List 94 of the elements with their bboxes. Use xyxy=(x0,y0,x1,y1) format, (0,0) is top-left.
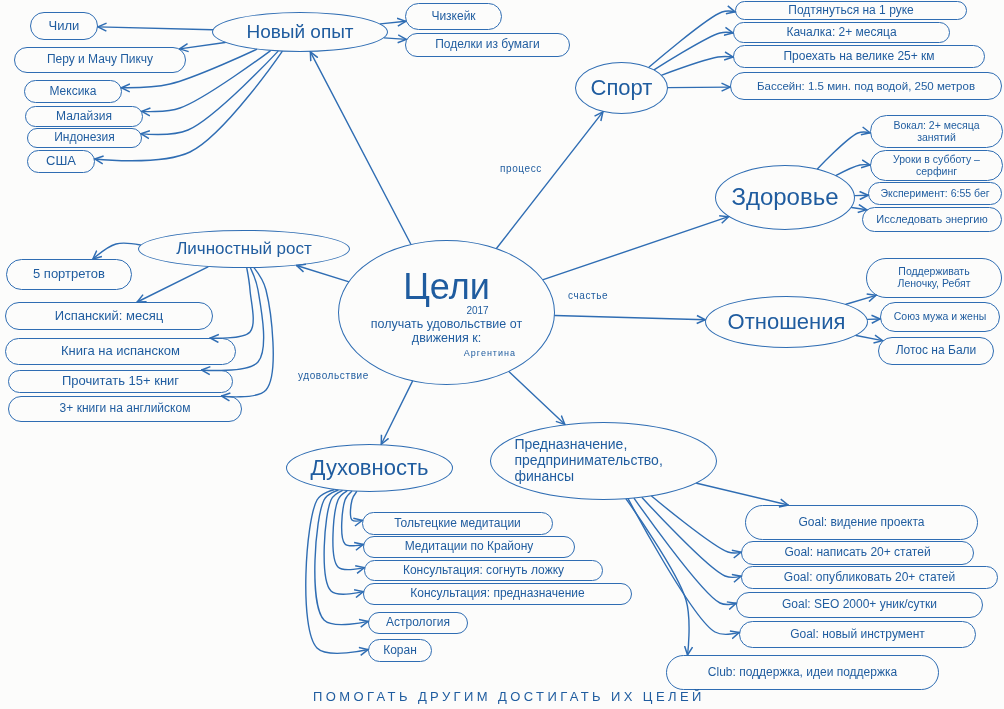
arrow xyxy=(323,490,364,599)
node-label: Союз мужа и жены xyxy=(893,311,987,323)
edge-label: процесс xyxy=(498,163,544,174)
node-label: Спорт xyxy=(590,75,653,101)
node-label: Испанский: месяц xyxy=(54,308,164,324)
node-label: 5 портретов xyxy=(33,267,105,282)
node-label: Подтянуться на 1 руке xyxy=(788,3,914,18)
arrow xyxy=(845,293,877,305)
node-label: Отношения xyxy=(727,309,846,335)
node-label: Консультация: согнуть ложку xyxy=(402,563,565,578)
arrow xyxy=(542,214,730,281)
node-label: Чизкейк xyxy=(431,9,476,24)
arrow xyxy=(305,489,369,657)
node-label: Личностный рост xyxy=(176,239,312,259)
arrow xyxy=(627,498,740,640)
arrow xyxy=(508,371,566,426)
node-label: Малайзия xyxy=(56,109,112,124)
node-label: Исследовать энергию xyxy=(876,213,988,226)
arrow xyxy=(220,267,274,402)
arrow xyxy=(349,491,364,527)
arrow xyxy=(209,267,254,344)
node-label: Книга на испанском xyxy=(60,344,180,359)
arrow xyxy=(140,50,271,117)
arrow xyxy=(97,22,214,32)
node-label: Goal: написать 20+ статей xyxy=(784,546,931,560)
arrow xyxy=(850,203,868,214)
node-label: Духовность xyxy=(310,455,429,481)
node-label: Коран xyxy=(383,643,417,658)
node-label: Астрология xyxy=(386,616,450,630)
arrow xyxy=(633,497,737,611)
node-label: Goal: новый инструмент xyxy=(790,627,925,642)
arrow xyxy=(855,334,884,344)
node-label: Предназначение, предпринимательство, финансы xyxy=(514,437,664,485)
note-label: Аргентина xyxy=(463,347,516,358)
arrow xyxy=(380,380,414,445)
year-label: 2017 xyxy=(466,305,489,317)
arrow xyxy=(314,489,369,628)
arrow xyxy=(653,26,734,71)
node-label: Бассейн: 1.5 мин. под водой, 250 метров xyxy=(756,79,975,93)
arrow xyxy=(495,111,604,249)
node-label: Поддерживать Леночку, Ребят xyxy=(896,266,972,290)
node-label: Мексика xyxy=(49,84,97,99)
node-label: 3+ книги на английском xyxy=(59,402,191,416)
arrow xyxy=(651,495,742,559)
node-label: Вокал: 2+ месяца занятий xyxy=(892,119,981,144)
node-label: Новый опыт xyxy=(246,21,354,43)
node-label: Goal: опубликовать 20+ статей xyxy=(783,570,956,585)
arrow xyxy=(641,496,742,583)
arrow xyxy=(383,34,408,44)
arrow xyxy=(854,190,869,201)
node-label: Тольтецкие медитации xyxy=(394,516,521,531)
node-label: Проехать на велике 25+ км xyxy=(783,49,935,64)
node-label: Лотос на Бали xyxy=(895,344,977,358)
arrow xyxy=(140,50,279,140)
footer-note: ПОМОГАТЬ ДРУГИМ ДОСТИГАТЬ ИХ ЦЕЛЕЙ xyxy=(313,689,705,704)
node-label: Goal: SEO 2000+ уник/сутки xyxy=(781,598,938,612)
node-label: Уроки в субботу – серфинг xyxy=(892,153,981,178)
arrow xyxy=(92,242,142,260)
node-label: США xyxy=(46,154,76,169)
arrow xyxy=(379,17,407,27)
node-label: Индонезия xyxy=(54,131,115,145)
arrow xyxy=(332,490,366,575)
arrow xyxy=(696,482,789,508)
arrow xyxy=(136,266,209,303)
arrow xyxy=(625,498,694,656)
arrow xyxy=(178,41,226,53)
node-label: Чили xyxy=(48,18,80,34)
arrow xyxy=(309,51,412,245)
node-label: Консультация: предназначение xyxy=(410,587,585,601)
node-label: Прочитать 15+ книг xyxy=(61,374,180,389)
node-label: Club: поддержка, идеи поддержка xyxy=(707,665,898,680)
node-label: Здоровье xyxy=(731,184,839,211)
node-label: Медитации по Крайону xyxy=(404,540,534,554)
arrow xyxy=(120,48,258,93)
arrow xyxy=(200,267,265,376)
topic-subtitle: получать удовольствие от движения к: xyxy=(369,316,524,345)
node-label: Goal: видение проекта xyxy=(798,515,925,530)
arrow xyxy=(554,314,707,325)
arrow xyxy=(295,263,349,283)
arrow xyxy=(648,5,736,68)
node-label: Качалка: 2+ месяца xyxy=(786,25,897,40)
arrow xyxy=(835,159,871,177)
arrow xyxy=(667,82,731,92)
arrow xyxy=(816,126,871,170)
arrow xyxy=(340,490,365,551)
node-label: Поделки из бумаги xyxy=(435,38,540,52)
topic-title: Цели xyxy=(403,269,490,306)
edge-label: счастье xyxy=(566,290,611,301)
arrow xyxy=(866,314,881,324)
node-label: Эксперимент: 6:55 бег xyxy=(880,187,990,200)
arrow xyxy=(661,51,734,76)
edge-label: удовольствие xyxy=(296,370,371,381)
node-label: Перу и Мачу Пикчу xyxy=(46,53,154,67)
arrow xyxy=(94,50,283,165)
